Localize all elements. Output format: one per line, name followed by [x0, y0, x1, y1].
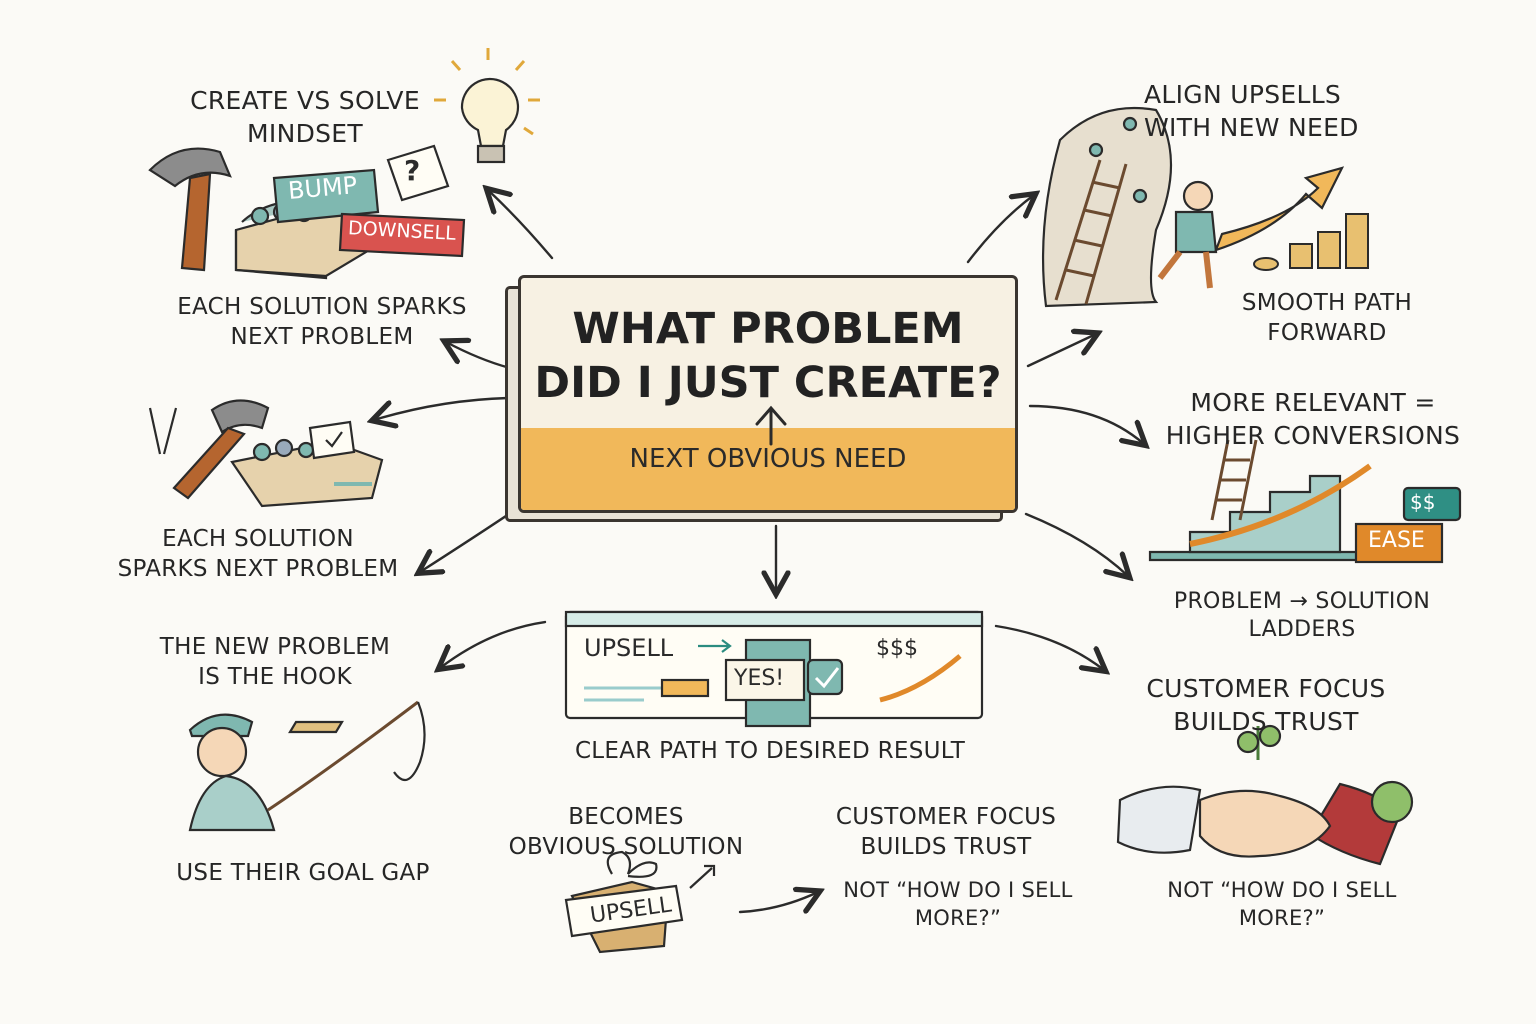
- tools-box-icon: [148, 399, 384, 508]
- money-tag: $$: [1410, 490, 1436, 514]
- money-label: $$$: [876, 636, 918, 661]
- arrow-left-mid: [374, 396, 510, 420]
- central-question-card: WHAT PROBLEM DID I JUST CREATE? NEXT OBV…: [518, 275, 1018, 513]
- arrow-left-lower: [420, 510, 514, 572]
- smooth-path-caption: SMOOTH PATH FORWARD: [1241, 290, 1413, 346]
- sales-page-icon: [564, 610, 984, 728]
- new-problem-hook-heading: THE NEW PROBLEM IS THE HOOK: [159, 634, 391, 690]
- connector-arrows: [374, 190, 1144, 912]
- upsell-page-label: UPSELL: [584, 634, 674, 662]
- arrow-bottom-left: [440, 620, 547, 668]
- gift-box-icon: [564, 850, 716, 954]
- arrow-right-mid: [1028, 404, 1144, 444]
- yes-button-label: YES!: [734, 666, 785, 691]
- clear-path-caption: CLEAR PATH TO DESIRED RESULT: [574, 738, 966, 764]
- lightbulb-icon: [434, 48, 540, 164]
- sell-more-quote-right: NOT “HOW DO I SELL MORE?”: [1167, 878, 1397, 930]
- arrow-gift: [738, 892, 818, 912]
- arrow-top-left: [488, 190, 554, 260]
- handshake-icon: [1116, 724, 1414, 866]
- customer-focus-heading-center: CUSTOMER FOCUS BUILDS TRUST: [835, 804, 1057, 860]
- arrow-right-upper: [1026, 334, 1096, 368]
- bump-tag-icon: [272, 168, 380, 224]
- create-vs-solve-heading: CREATE VS SOLVE MINDSET: [190, 86, 420, 148]
- goal-gap-caption: USE THEIR GOAL GAP: [176, 860, 430, 886]
- arrow-right-lower: [1024, 512, 1128, 576]
- bump-tag: BUMP: [286, 171, 359, 205]
- solution-ladders-caption: PROBLEM → SOLUTION LADDERS: [1173, 589, 1431, 642]
- align-upsells-heading: ALIGN UPSELLS WITH NEW NEED: [1144, 80, 1359, 142]
- question-card-icon: [386, 144, 450, 202]
- climbing-wall-icon: [1041, 106, 1173, 308]
- arrow-left-upper: [446, 342, 512, 370]
- fisherman-icon: [188, 700, 426, 832]
- up-arrow-icon: [755, 405, 787, 446]
- each-solution-caption-top: EACH SOLUTION SPARKS NEXT PROBLEM: [177, 294, 467, 350]
- coins-icon: [1253, 213, 1369, 271]
- obvious-solution-heading: BECOMES OBVIOUS SOLUTION: [508, 804, 744, 860]
- question-mark: ?: [404, 154, 421, 187]
- ease-tag: EASE: [1368, 528, 1425, 553]
- hammer-icon: [148, 147, 232, 272]
- central-title-line1: WHAT PROBLEM: [572, 304, 964, 354]
- customer-focus-heading-right: CUSTOMER FOCUS BUILDS TRUST: [1146, 674, 1386, 736]
- climber-icon: [1157, 180, 1218, 289]
- downsell-tag-icon: [338, 212, 466, 258]
- each-solution-caption-mid: EACH SOLUTION SPARKS NEXT PROBLEM: [117, 526, 399, 582]
- arrow-bottom-right: [994, 624, 1104, 670]
- arrow-top-right: [966, 195, 1034, 264]
- central-title-line2: DID I JUST CREATE?: [534, 358, 1002, 408]
- stairs-chart-icon: [1148, 439, 1462, 564]
- growth-arrow-icon: [1214, 166, 1345, 252]
- central-question: WHAT PROBLEM DID I JUST CREATE?: [521, 302, 1015, 410]
- higher-conversions-heading: MORE RELEVANT = HIGHER CONVERSIONS: [1165, 388, 1461, 450]
- next-obvious-need: NEXT OBVIOUS NEED: [629, 444, 907, 474]
- sell-more-quote-center: NOT “HOW DO I SELL MORE?”: [843, 878, 1073, 930]
- need-band: [521, 428, 1015, 510]
